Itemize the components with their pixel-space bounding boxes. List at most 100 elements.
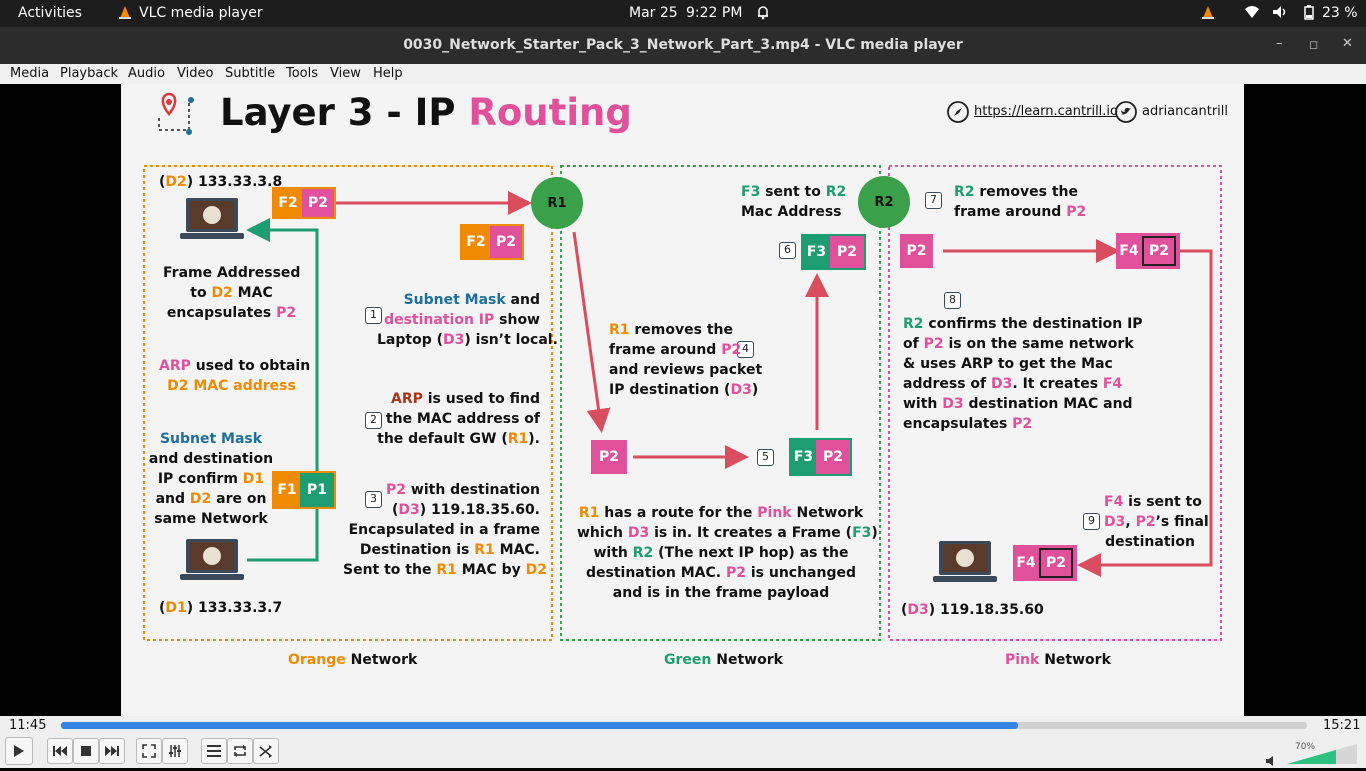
total-time: 15:21 [1323,718,1361,733]
step-7-text: R2 removes the frame around P2 [954,184,1087,220]
player-controls: 11:45 15:21 70% [0,716,1366,768]
bell-icon [756,4,770,24]
menu-audio[interactable]: Audio [128,66,165,81]
orange-network-label: Orange Network [288,652,418,668]
twitter-handle: adriancantrill [1142,104,1229,119]
wifi-icon[interactable] [1244,5,1260,23]
router-r1-label: R1 [547,195,567,211]
subnet-mask-confirm-text: Subnet Mask and destination IP confirm D… [148,431,274,527]
volume-icon[interactable] [1272,5,1288,23]
packet-p2-pink: P2 [900,234,933,268]
menu-help[interactable]: Help [373,66,403,81]
slide: Layer 3 - IP Routing https://learn.cantr… [121,84,1244,716]
laptop-d3-icon [933,539,997,585]
menu-playback[interactable]: Playback [60,66,119,81]
d3-address: (D3) 119.18.35.60 [901,602,1044,618]
step-7-marker: 7 [925,192,942,209]
fullscreen-button[interactable] [136,738,162,764]
r1-route-text: R1 has a route for the Pink Network whic… [577,505,878,601]
menu-bar: Media Playback Audio Video Subtitle Tool… [0,64,1366,84]
loop-button[interactable] [227,738,253,764]
d2-address: (D2) 133.33.3.8 [159,174,283,190]
playlist-button[interactable] [201,738,227,764]
frame-addressed-text: Frame Addressed to D2 MAC encapsulates P… [163,265,301,321]
step-4-marker: 4 [737,341,754,358]
shuffle-button[interactable] [253,738,279,764]
arp-obtain-text: ARP used to obtain D2 MAC address [159,358,311,394]
step-5-marker: 5 [757,449,774,466]
vlc-tray-icon[interactable] [1201,5,1215,24]
fullscreen-icon [142,744,156,758]
step-9-marker: 9 [1083,513,1100,530]
router-r2-label: R2 [874,194,894,210]
video-area[interactable]: Layer 3 - IP Routing https://learn.cantr… [0,84,1366,716]
menu-view[interactable]: View [330,66,361,81]
next-icon [105,746,119,756]
close-icon[interactable]: ✕ [1342,36,1353,51]
seek-bar[interactable] [61,722,1307,729]
diagram-lines [143,165,1222,641]
menu-tools[interactable]: Tools [286,66,319,81]
compass-icon [946,100,970,128]
shuffle-icon [259,745,272,758]
window-title: 0030_Network_Starter_Pack_3_Network_Part… [403,37,963,53]
minimize-icon[interactable]: – [1276,36,1283,51]
course-link: https://learn.cantrill.io [974,104,1118,119]
play-button[interactable] [5,737,33,765]
elapsed-time: 11:45 [9,718,47,733]
menu-subtitle[interactable]: Subtitle [225,66,276,81]
play-icon [14,745,24,757]
extended-settings-button[interactable] [162,738,188,764]
battery-icon[interactable] [1301,5,1317,24]
battery-percent: 23 % [1322,5,1358,21]
system-top-bar: Activities VLC media player Mar 25 9:22 … [0,0,1366,27]
clock-date[interactable]: Mar 25 [629,5,678,21]
step-6-marker: 6 [779,242,796,259]
volume-percent: 70% [1295,742,1316,752]
step-1-marker: 1 [365,307,382,324]
green-network-label: Green Network [664,652,783,668]
step-2-marker: 2 [365,412,382,429]
previous-button[interactable] [47,738,73,764]
equalizer-icon [169,745,181,757]
app-menu-label[interactable]: VLC media player [139,5,263,21]
speaker-icon[interactable] [1265,752,1279,771]
maximize-icon[interactable]: ◻ [1309,38,1319,51]
step-4-text: R1 removes the frame around P2 and revie… [609,322,763,398]
stop-icon [81,746,91,756]
laptop-d1-icon [180,537,244,583]
step-9-text: F4 is sent to D3, P2’s final destination [1104,494,1209,550]
router-r2-icon: R2 [858,176,910,228]
pink-network-label: Pink Network [1005,652,1111,668]
router-r1-icon: R1 [531,177,583,229]
step-8-marker: 8 [944,292,961,309]
step-3-text: P2 with destination (D3) 119.18.35.60. E… [343,482,548,578]
loop-icon [234,745,246,757]
stop-button[interactable] [73,738,99,764]
slide-title: Layer 3 - IP Routing [220,91,632,134]
step-3-marker: 3 [365,491,382,508]
clock-time[interactable]: 9:22 PM [686,5,743,21]
d1-address: (D1) 133.33.3.7 [159,600,283,616]
step-8-text: R2 confirms the destination IP of P2 is … [903,316,1143,432]
f3-sent-text: F3 sent to R2 Mac Address [741,184,847,220]
volume-slider[interactable] [1287,743,1357,765]
window-title-bar: 0030_Network_Starter_Pack_3_Network_Part… [0,27,1366,64]
next-button[interactable] [99,738,125,764]
step-1-text: Subnet Mask and destination IP show Lapt… [377,292,558,348]
packet-p2-green: P2 [591,440,627,474]
menu-media[interactable]: Media [10,66,50,81]
twitter-icon [1114,100,1138,128]
activities-button[interactable]: Activities [18,5,82,21]
previous-icon [53,746,67,756]
seek-bar-fill [61,722,1018,729]
menu-video[interactable]: Video [177,66,214,81]
vlc-cone-icon [118,5,132,24]
